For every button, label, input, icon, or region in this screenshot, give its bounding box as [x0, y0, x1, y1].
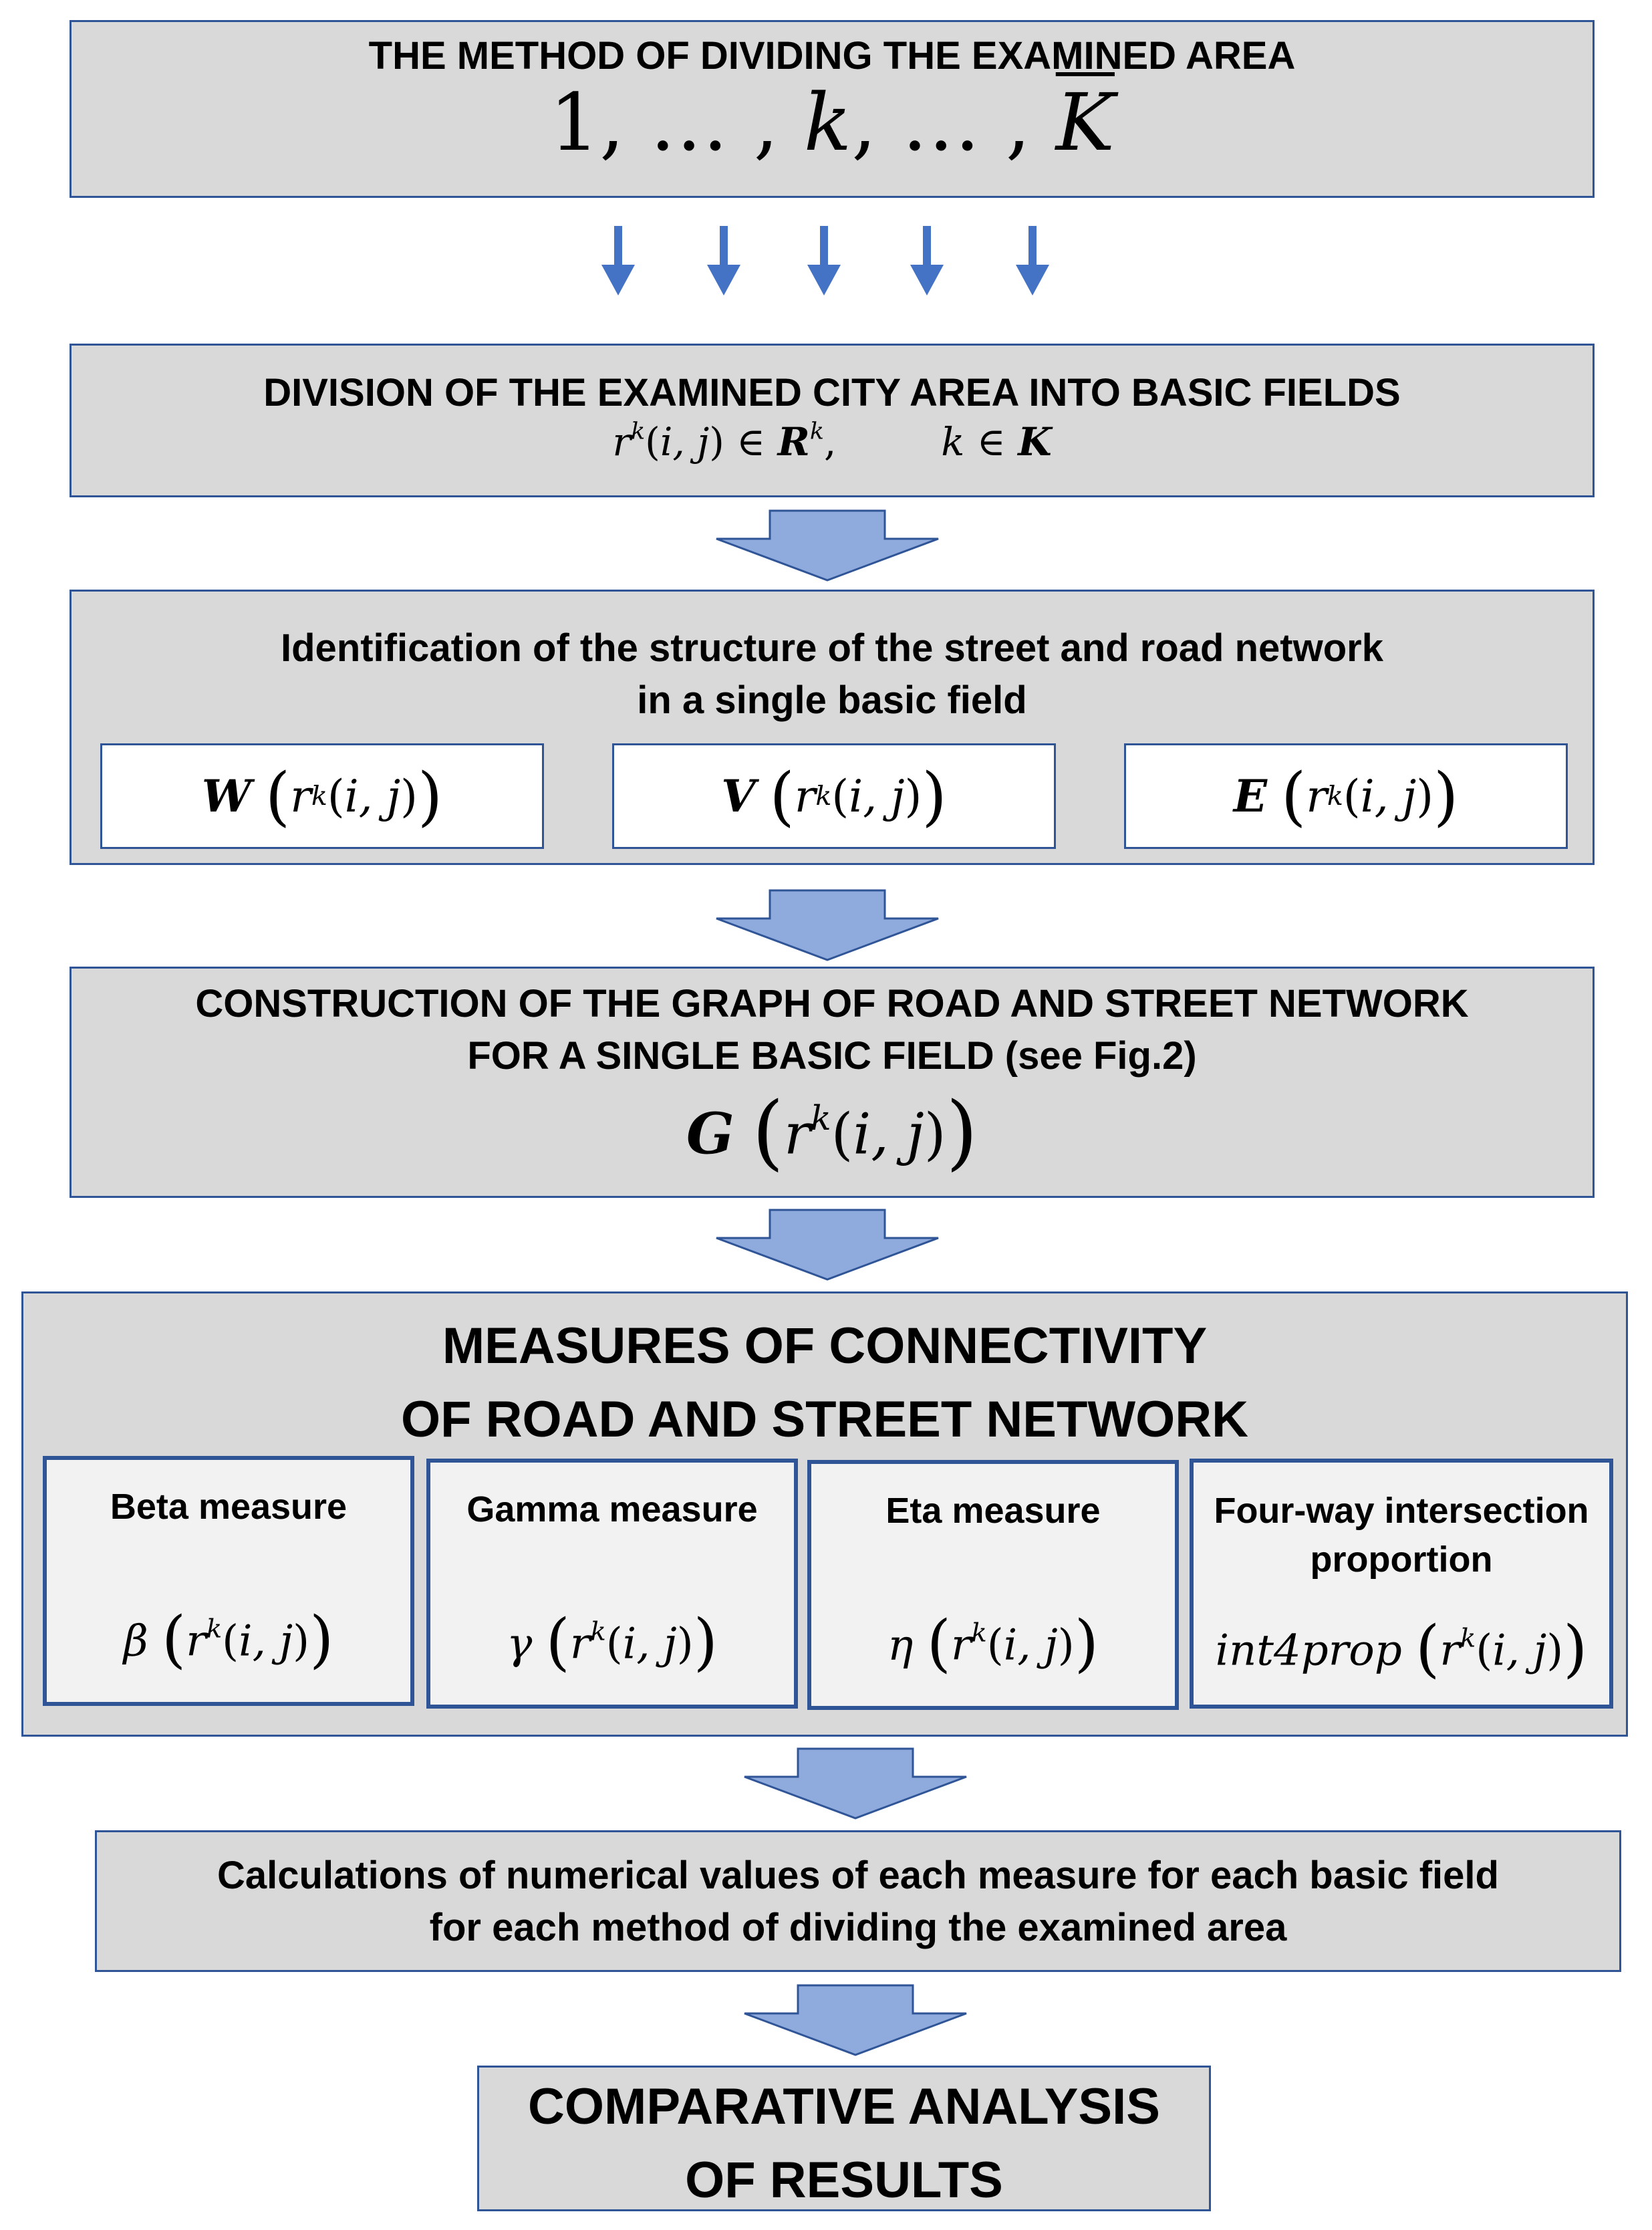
gamma-measure-formula: γ (rk(i, j)) [507, 1606, 718, 1678]
down-arrow-icon [1016, 226, 1049, 295]
division-basic-fields-title: DIVISION OF THE EXAMINED CITY AREA INTO … [263, 371, 1401, 414]
eta-measure-name: Eta measure [885, 1491, 1101, 1531]
comparative-analysis-title-line2: OF RESULTS [685, 2152, 1003, 2209]
dividing-method-box: THE METHOD OF DIVIDING THE EXAMINED AREA… [70, 20, 1595, 198]
graph-construction-title-line1: CONSTRUCTION OF THE GRAPH OF ROAD AND ST… [195, 982, 1469, 1025]
four-way-intersection-box: Four-way intersection proportion int4pro… [1190, 1459, 1613, 1709]
structure-identification-title-line2: in a single basic field [637, 678, 1027, 723]
flow-arrow-icon [716, 889, 939, 961]
division-basic-fields-box: DIVISION OF THE EXAMINED CITY AREA INTO … [70, 344, 1595, 497]
flow-arrow-icon [716, 509, 939, 582]
down-arrow-icon [910, 226, 944, 295]
four-way-intersection-name: Four-way intersection proportion [1214, 1491, 1589, 1580]
calculations-title-line1: Calculations of numerical values of each… [217, 1854, 1499, 1897]
connectivity-measures-title-line2: OF ROAD AND STREET NETWORK [400, 1391, 1249, 1449]
graph-construction-box: CONSTRUCTION OF THE GRAPH OF ROAD AND ST… [70, 967, 1595, 1198]
structure-identification-title-line1: Identification of the structure of the s… [281, 626, 1383, 670]
graph-construction-formula: G (rk(i, j)) [686, 1084, 978, 1179]
comparative-analysis-box: COMPARATIVE ANALYSIS OF RESULTS [477, 2066, 1211, 2211]
gamma-measure-box: Gamma measure γ (rk(i, j)) [426, 1459, 798, 1709]
gamma-measure-name: Gamma measure [466, 1489, 758, 1529]
four-way-intersection-formula: int4prop (rk(i, j)) [1215, 1612, 1588, 1685]
down-arrow-icon [807, 226, 841, 295]
division-basic-fields-formula: rk(i, j) ∈ Rk, k ∈ K [612, 418, 1052, 465]
down-arrow-icon [707, 226, 740, 295]
calculations-box: Calculations of numerical values of each… [95, 1830, 1621, 1972]
flow-arrow-icon [744, 1747, 967, 1820]
eta-measure-formula: η (rk(i, j)) [887, 1607, 1099, 1679]
dividing-method-title: THE METHOD OF DIVIDING THE EXAMINED AREA [368, 34, 1296, 78]
flow-arrow-icon [744, 1984, 967, 2056]
beta-measure-box: Beta measure β (rk(i, j)) [43, 1456, 414, 1706]
dividing-method-formula: 1, … , k, … , K [549, 76, 1115, 169]
graph-construction-title-line2: FOR A SINGLE BASIC FIELD (see Fig.2) [467, 1034, 1197, 1078]
eta-measure-box: Eta measure η (rk(i, j)) [807, 1460, 1179, 1710]
calculations-title-line2: for each method of dividing the examined… [429, 1906, 1287, 1950]
comparative-analysis-title-line1: COMPARATIVE ANALYSIS [528, 2078, 1160, 2135]
beta-measure-formula: β (rk(i, j)) [123, 1603, 334, 1675]
down-arrow-icon [601, 226, 635, 295]
beta-measure-name: Beta measure [110, 1487, 348, 1527]
flow-arrow-icon [716, 1209, 939, 1281]
connectivity-measures-title-line1: MEASURES OF CONNECTIVITY [442, 1318, 1208, 1374]
